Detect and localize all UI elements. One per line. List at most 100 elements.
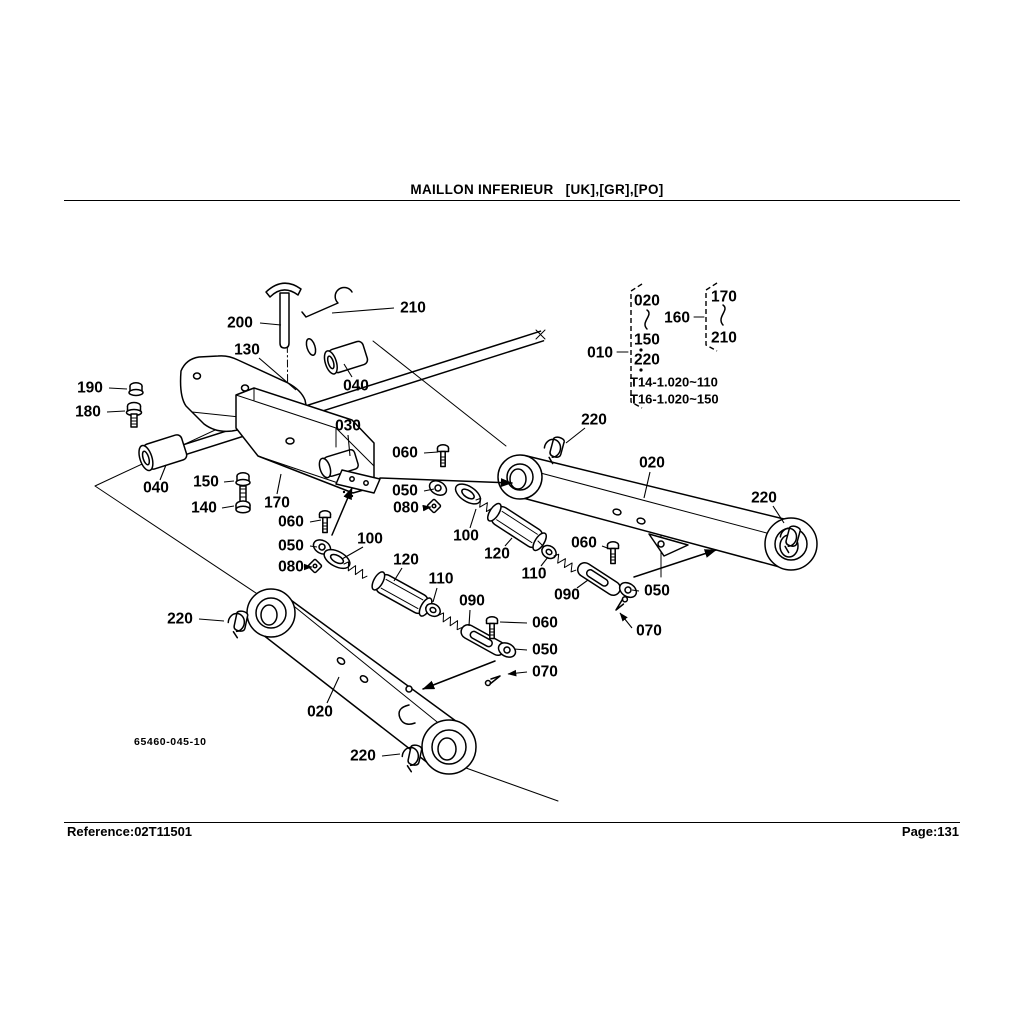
callout-100: 100 — [357, 531, 383, 548]
pin-200 — [265, 282, 302, 349]
callout-050: 050 — [392, 483, 418, 500]
leader-line — [159, 464, 167, 481]
callout-050: 050 — [278, 538, 304, 555]
leader-line — [309, 545, 318, 548]
callout-020: 020 — [639, 455, 665, 472]
callout-060: 060 — [532, 615, 558, 632]
page-title: MAILLON INFERIEUR [UK],[GR],[PO] — [410, 182, 664, 197]
leader-line — [331, 307, 395, 314]
leader-line — [423, 451, 439, 454]
legend-serial-note: T16-1.020~150 — [630, 392, 719, 407]
footer-rule — [64, 822, 960, 823]
legend-bracket — [705, 282, 718, 352]
range-squiggle-icon — [720, 304, 726, 326]
leader-line — [631, 589, 640, 592]
callout-070: 070 — [532, 664, 558, 681]
nut-150 — [235, 472, 251, 487]
leader-line — [772, 505, 785, 524]
callout-090: 090 — [554, 587, 580, 604]
callout-040: 040 — [143, 480, 169, 497]
leader-line — [108, 387, 128, 390]
bolt-060-icon — [318, 510, 332, 534]
leader-line — [347, 434, 351, 457]
leader-line — [468, 609, 471, 627]
callout-220: 220 — [167, 611, 193, 628]
leader-line — [309, 519, 322, 523]
callout-050: 050 — [644, 583, 670, 600]
callout-040: 040 — [343, 378, 369, 395]
callout-080: 080 — [393, 500, 419, 517]
callout-050: 050 — [532, 642, 558, 659]
threaded-rod-icon — [551, 552, 579, 575]
legend-group1-label: 010 — [587, 345, 613, 362]
callout-060: 060 — [571, 535, 597, 552]
callout-110: 110 — [428, 571, 453, 588]
link-100-icon — [451, 479, 485, 509]
legend-item: 150 — [634, 332, 660, 349]
turnbuckle-120-icon — [368, 569, 436, 619]
leader-line — [276, 473, 282, 495]
callout-200: 200 — [227, 315, 253, 332]
bolt-060-icon — [606, 541, 620, 565]
leader-line — [507, 669, 528, 677]
linch-pin-220-icon — [398, 742, 424, 774]
callout-150: 150 — [193, 474, 219, 491]
lower-link-arm-left-020 — [246, 588, 477, 775]
leader-line — [258, 357, 297, 391]
washer-080-icon — [426, 498, 442, 514]
legend: 010 020 150 220 T14-1.020~110 T16-1.020~… — [587, 282, 737, 409]
cotter-pin-070-icon — [612, 595, 631, 611]
leader-line — [432, 587, 438, 603]
clamp-030 — [318, 449, 381, 498]
linch-pin-220-icon — [224, 608, 250, 640]
leader-line — [423, 488, 435, 492]
leader-line — [381, 753, 401, 757]
leader-line — [198, 618, 225, 622]
callout-100: 100 — [453, 528, 479, 545]
reference-number: Reference:02T11501 — [67, 824, 193, 839]
leader-line — [576, 579, 589, 589]
callout-110: 110 — [521, 566, 546, 583]
range-squiggle-icon — [644, 309, 650, 330]
leader-line — [422, 504, 432, 512]
callout-140: 140 — [191, 500, 217, 517]
leader-line — [223, 480, 235, 483]
bolt-180 — [125, 401, 143, 428]
bolt-140 — [235, 485, 251, 514]
threaded-rod-icon — [341, 559, 370, 581]
callout-060: 060 — [278, 514, 304, 531]
bushing-040-right — [323, 340, 369, 375]
leader-line — [504, 537, 513, 547]
leader-line — [343, 363, 353, 378]
callout-220: 220 — [751, 490, 777, 507]
callout-020: 020 — [307, 704, 333, 721]
leader-line — [221, 505, 235, 509]
leader-line — [469, 508, 477, 529]
leader-line — [601, 545, 611, 550]
cotter-pin-070-icon — [484, 675, 501, 687]
callout-080: 080 — [278, 559, 304, 576]
leader-line — [565, 427, 586, 444]
header-rule — [64, 200, 960, 201]
callout-120: 120 — [484, 546, 510, 563]
leader-line — [619, 612, 633, 629]
callout-170: 170 — [264, 495, 290, 512]
nut-190 — [128, 382, 144, 397]
hook-pin-210 — [301, 286, 353, 318]
collar — [305, 338, 317, 356]
callout-190: 190 — [77, 380, 103, 397]
callout-220: 220 — [350, 748, 376, 765]
legend-group2-label: 160 — [664, 310, 690, 327]
washer-080-icon — [307, 558, 323, 574]
legend-item: 170 — [711, 289, 737, 306]
leader-line — [643, 471, 651, 499]
legend-item: 220 — [634, 352, 660, 369]
callout-180: 180 — [75, 404, 101, 421]
leader-line — [259, 322, 282, 326]
legend-bracket — [630, 283, 643, 409]
leader-line — [106, 410, 126, 413]
legend-item: 020 — [634, 293, 660, 310]
callout-070: 070 — [636, 623, 662, 640]
